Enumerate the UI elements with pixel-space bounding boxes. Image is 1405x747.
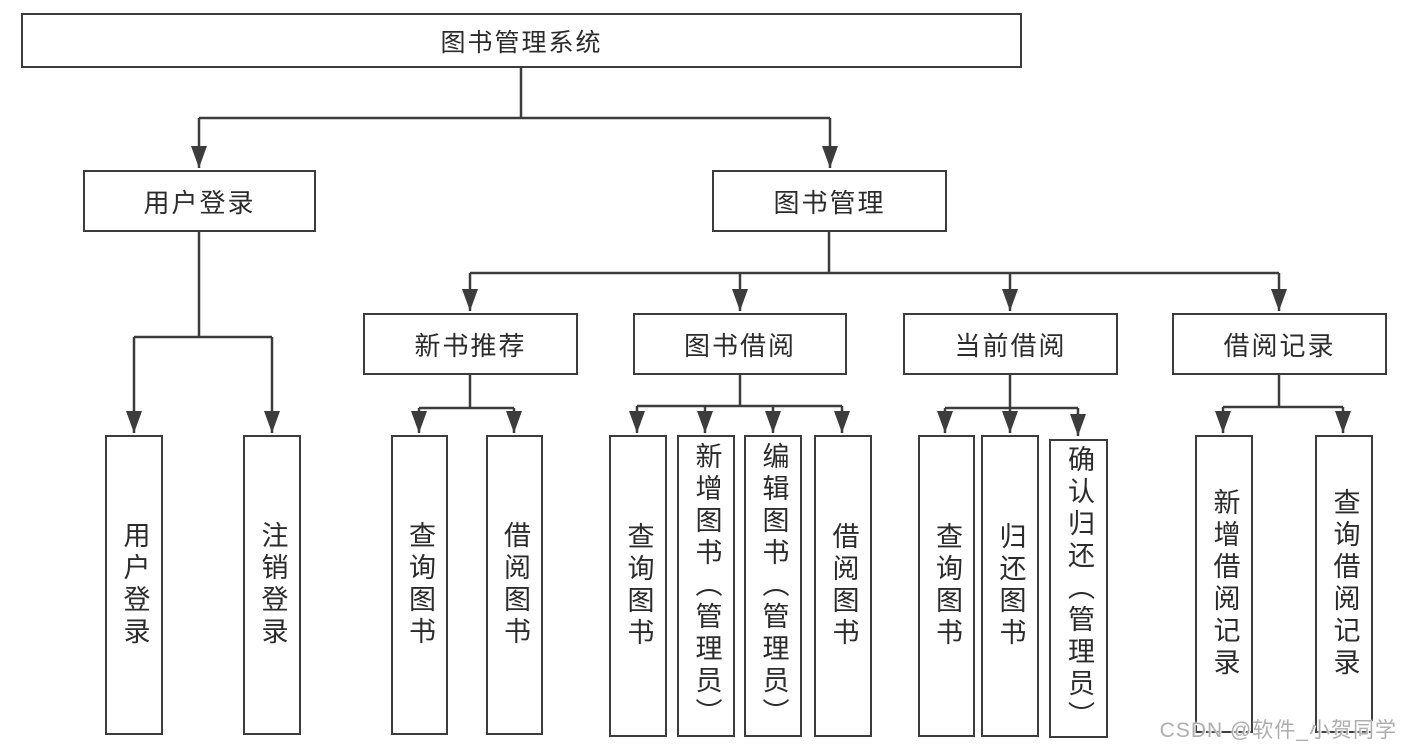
node-current-borrow: 当前借阅 — [903, 313, 1118, 375]
leaf-cb-confirm-return-label: 确认归还（管理员） — [1064, 444, 1094, 733]
leaf-br-query-record-label: 查询借阅记录 — [1329, 488, 1360, 680]
leaf-bb-edit-books-label: 编辑图书（管理员） — [758, 442, 789, 730]
node-new-book-rec-label: 新书推荐 — [414, 330, 527, 361]
node-book-borrow: 图书借阅 — [633, 313, 847, 375]
leaf-bb-add-books: 新增图书（管理员） — [677, 435, 735, 737]
node-user-login: 用户登录 — [83, 170, 316, 232]
leaf-nb-query-books-label: 查询图书 — [405, 521, 435, 649]
leaf-br-query-record: 查询借阅记录 — [1315, 435, 1373, 733]
leaf-user-login-label: 用户登录 — [119, 521, 150, 649]
leaf-bb-borrow-books: 借阅图书 — [814, 435, 872, 737]
leaf-bb-add-books-label: 新增图书（管理员） — [691, 442, 722, 730]
node-book-mgmt: 图书管理 — [712, 170, 947, 232]
leaf-br-add-record: 新增借阅记录 — [1195, 435, 1253, 733]
leaf-bb-borrow-books-label: 借阅图书 — [828, 522, 859, 650]
node-root: 图书管理系统 — [21, 13, 1022, 68]
leaf-bb-query-books-label: 查询图书 — [623, 522, 654, 650]
leaf-cb-confirm-return: 确认归还（管理员） — [1049, 439, 1108, 738]
leaf-cb-query-books: 查询图书 — [918, 435, 975, 737]
leaf-cb-return-books-label: 归还图书 — [995, 522, 1026, 650]
node-book-mgmt-label: 图书管理 — [773, 187, 886, 218]
leaf-logout: 注销登录 — [243, 435, 301, 735]
node-borrow-record-label: 借阅记录 — [1223, 330, 1336, 361]
node-new-book-rec: 新书推荐 — [363, 313, 578, 375]
node-root-label: 图书管理系统 — [440, 28, 603, 57]
node-user-login-label: 用户登录 — [143, 187, 256, 218]
leaf-nb-borrow-books: 借阅图书 — [486, 435, 543, 735]
leaf-bb-edit-books: 编辑图书（管理员） — [744, 435, 802, 737]
leaf-logout-label: 注销登录 — [257, 521, 288, 649]
node-book-borrow-label: 图书借阅 — [683, 330, 796, 361]
leaf-bb-query-books: 查询图书 — [609, 435, 667, 737]
leaf-cb-query-books-label: 查询图书 — [932, 522, 962, 650]
leaf-user-login: 用户登录 — [105, 435, 163, 735]
leaf-nb-query-books: 查询图书 — [391, 435, 448, 735]
leaf-cb-return-books: 归还图书 — [981, 435, 1039, 737]
node-borrow-record: 借阅记录 — [1172, 313, 1387, 375]
leaf-br-add-record-label: 新增借阅记录 — [1209, 488, 1240, 680]
leaf-nb-borrow-books-label: 借阅图书 — [500, 521, 530, 649]
node-current-borrow-label: 当前借阅 — [954, 330, 1067, 361]
